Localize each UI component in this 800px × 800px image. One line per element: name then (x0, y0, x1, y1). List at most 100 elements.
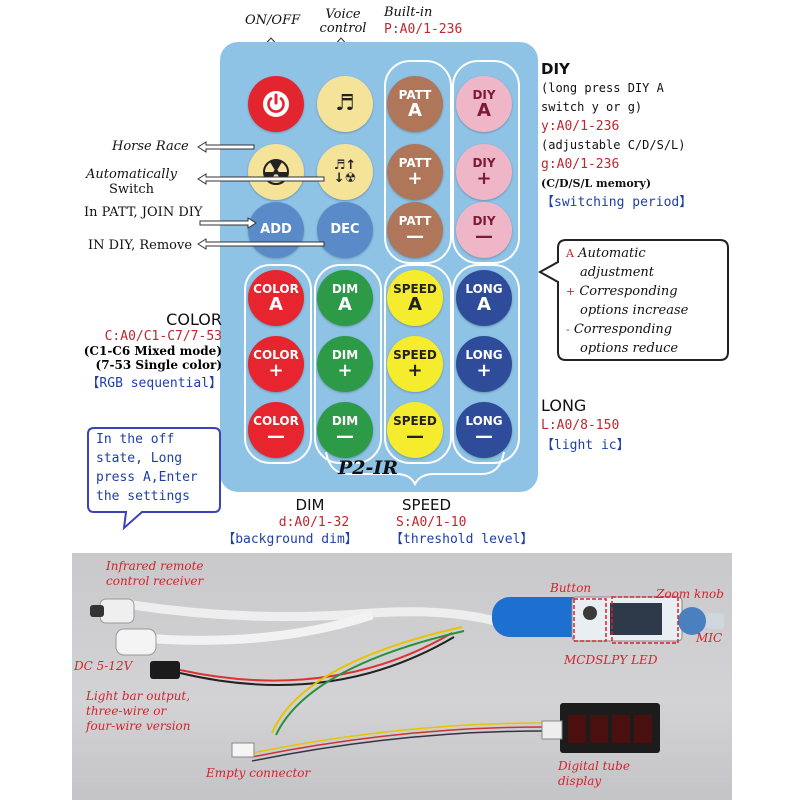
diy-a-label: DIY (472, 88, 496, 102)
legend-minus-symbol: - (566, 323, 570, 336)
horse-race-label: Horse Race (112, 139, 189, 154)
dim-minus-symbol: — (336, 426, 354, 447)
off-state-line3: press A,Enter (96, 470, 198, 485)
wire-blue-2 (251, 730, 543, 762)
wire-red-2 (251, 726, 543, 758)
speed-section: SPEED S:A0/1-10 【threshold level】 (390, 497, 533, 548)
diy-y-range: y:A0/1-236 (541, 119, 620, 134)
speed-plus-button[interactable]: SPEED + (387, 336, 443, 392)
dim-a-button[interactable]: DIM A (317, 270, 373, 326)
diy-minus-button[interactable]: DIY — (456, 202, 512, 258)
builtin-label-line1: Built-in (384, 5, 433, 20)
diy-line2: switch y or g) (541, 100, 643, 114)
wire-yellow (271, 626, 463, 734)
speed-title: SPEED (402, 496, 452, 514)
zoom-knob-part (678, 607, 706, 635)
in-diy-arrow (197, 238, 325, 250)
color-minus-button[interactable]: COLOR — (248, 402, 304, 458)
dim-range: d:A0/1-32 (278, 515, 350, 530)
dim-column-outline (314, 264, 382, 464)
wire-green (275, 630, 465, 736)
patt-a-symbol: A (408, 100, 422, 121)
dim-section: DIM d:A0/1-32 【background dim】 (210, 497, 370, 548)
in-diy-label: IN DIY, Remove (88, 238, 193, 253)
color-plus-button[interactable]: COLOR + (248, 336, 304, 392)
patt-plus-button[interactable]: PATT + (387, 144, 443, 200)
ir-receiver-line1: Infrared remote (106, 559, 204, 573)
diy-plus-label: DIY (472, 156, 496, 170)
left-arrow-icon (197, 141, 255, 153)
mic-part (706, 613, 724, 629)
long-minus-button[interactable]: LONG — (456, 402, 512, 458)
color-column-outline (244, 264, 312, 464)
controller-photo: Infrared remote control receiver Button … (72, 553, 732, 800)
long-plus-button[interactable]: LONG + (456, 336, 512, 392)
long-plus-symbol: + (476, 360, 492, 381)
speed-plus-symbol: + (407, 360, 423, 381)
dim-a-label: DIM (331, 282, 359, 296)
long-title: LONG (541, 396, 587, 415)
light-bar-line1: Light bar output, (86, 689, 191, 703)
patt-plus-symbol: + (407, 168, 423, 189)
legend-minus-text1: Corresponding (573, 322, 673, 337)
long-light-ic: 【light ic】 (541, 438, 630, 453)
dim-minus-button[interactable]: DIM — (317, 402, 373, 458)
long-plus-label: LONG (465, 348, 503, 362)
light-bar-line3: four-wire version (86, 719, 191, 733)
off-state-line4: the settings (96, 489, 190, 504)
dim-plus-symbol: + (337, 360, 353, 381)
diy-a-symbol: A (477, 100, 491, 121)
legend-plus-symbol: + (566, 285, 576, 298)
model-bracket (325, 451, 505, 486)
power-button[interactable] (248, 76, 304, 132)
voice-label-line2: control (319, 21, 367, 36)
long-a-button[interactable]: LONG A (456, 270, 512, 326)
diy-memory: (C/D/S/L memory) (541, 177, 652, 190)
color-minus-symbol: — (267, 426, 285, 447)
white-cable-2 (141, 610, 374, 645)
long-range: L:A0/8-150 (541, 418, 620, 433)
dec-button[interactable]: DEC (317, 202, 373, 258)
diy-g-range: g:A0/1-236 (541, 157, 620, 172)
color-section: COLOR C:A0/C1-C7/7-53 (C1-C6 Mixed mode)… (52, 310, 222, 391)
speed-minus-button[interactable]: SPEED — (387, 402, 443, 458)
light-bar-label: Light bar output, three-wire or four-wir… (86, 689, 191, 734)
patt-minus-symbol: — (406, 226, 424, 247)
legend-plus-text1: Corresponding (579, 284, 678, 299)
ir-remote: ♬ PATT A DIY A ♬↑↓☢ PATT + DIY + ADD DEC… (220, 42, 538, 492)
dc-label: DC 5-12V (74, 659, 133, 673)
off-state-line2: state, Long (96, 451, 183, 466)
horse-race-button[interactable] (248, 144, 304, 200)
diy-minus-label: DIY (472, 214, 496, 228)
diy-plus-button[interactable]: DIY + (456, 144, 512, 200)
patt-a-button[interactable]: PATT A (387, 76, 443, 132)
patt-minus-button[interactable]: PATT — (387, 202, 443, 258)
legend-minus-text2: options reduce (580, 341, 679, 356)
voice-control-button[interactable]: ♬ (317, 76, 373, 132)
diy-a-button[interactable]: DIY A (456, 76, 512, 132)
controller-photo-drawing (90, 596, 724, 762)
color-a-button[interactable]: COLOR A (248, 270, 304, 326)
speed-range: S:A0/1-10 (396, 515, 467, 530)
zoom-knob-label: Zoom knob (656, 587, 724, 601)
color-minus-label: COLOR (253, 414, 299, 428)
builtin-range: P:A0/1-236 (384, 22, 463, 37)
left-arrow-icon (197, 238, 325, 250)
add-label: ADD (260, 222, 292, 237)
light-bar-line2: three-wire or (86, 704, 167, 718)
long-a-label: LONG (465, 282, 503, 296)
speed-a-button[interactable]: SPEED A (387, 270, 443, 326)
legend-plus-text2: options increase (580, 303, 689, 318)
long-column-outline (452, 264, 520, 464)
mcdslpy-led-label: MCDSLPY LED (564, 653, 658, 667)
diy-line1: (long press DIY A (541, 81, 664, 95)
diy-minus-symbol: — (475, 226, 493, 247)
dim-plus-button[interactable]: DIM + (317, 336, 373, 392)
color-mixed-mode: (C1-C6 Mixed mode) (83, 344, 222, 358)
long-section: LONG L:A0/8-150 【light ic】 (541, 396, 630, 456)
legend-a-symbol: A (566, 247, 574, 260)
add-button[interactable]: ADD (248, 202, 304, 258)
auto-switch-button[interactable]: ♬↑↓☢ (317, 144, 373, 200)
dim-background: 【background dim】 (222, 532, 358, 547)
onoff-label: ON/OFF (245, 13, 301, 28)
